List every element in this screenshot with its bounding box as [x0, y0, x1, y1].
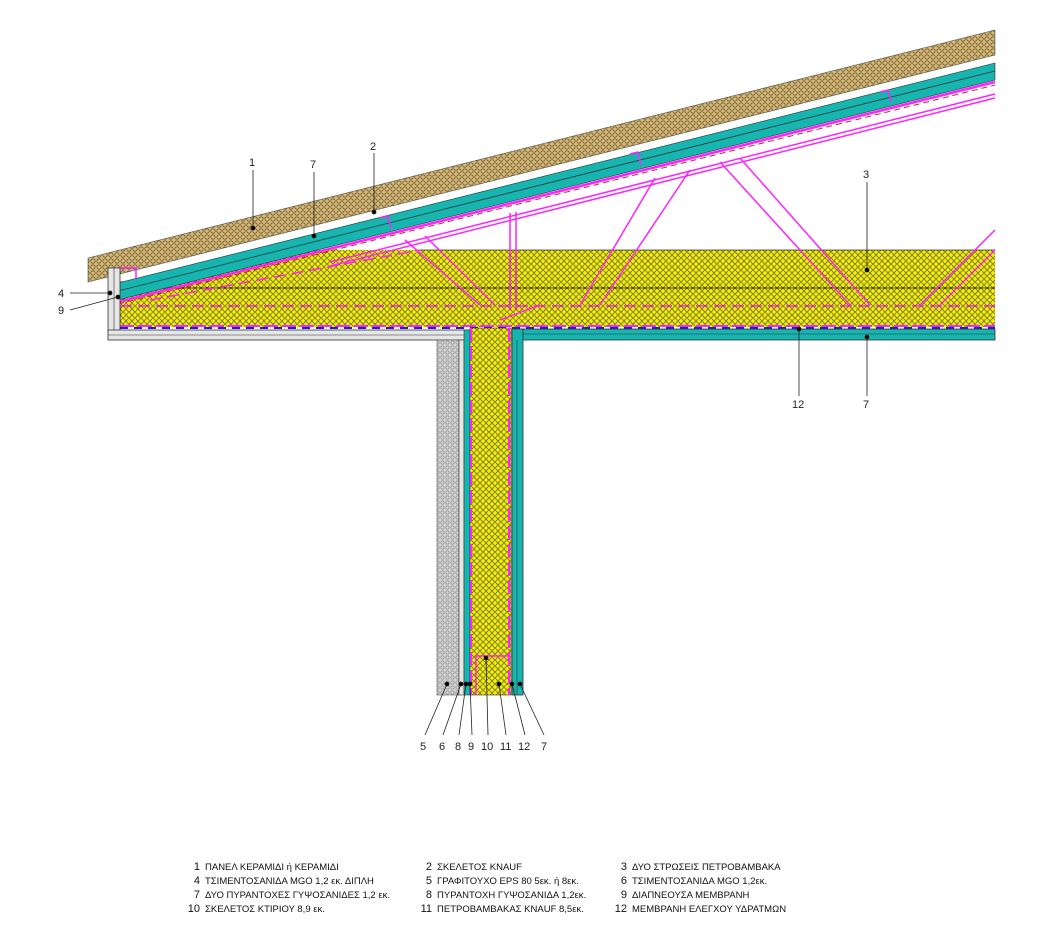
- wall-rockwool: [469, 327, 512, 696]
- ceiling-gypsum-boards: [511, 328, 996, 341]
- callout-7: 7: [310, 159, 316, 171]
- callout-9: 9: [58, 305, 64, 317]
- legend-text: ΔΥΟ ΣΤΡΩΣΕΙΣ ΠΕΤΡΟΒΑΜΒΑΚΑ: [632, 862, 781, 873]
- callout-6: 6: [439, 741, 445, 753]
- legend-item: 3 ΔΥΟ ΣΤΡΩΣΕΙΣ ΠΕΤΡΟΒΑΜΒΑΚΑ: [613, 861, 833, 873]
- legend-num: 11: [420, 903, 432, 915]
- callout-12: 12: [792, 399, 804, 411]
- callout-10: 10: [481, 741, 493, 753]
- callout-3: 3: [863, 169, 869, 181]
- legend-item: 9 ΔΙΑΠΝΕΟΥΣΑ ΜΕΜΒΡΑΝΗ: [613, 889, 833, 901]
- legend-item: 7 ΔΥΟ ΠΥΡΑΝΤΟΧΕΣ ΓΥΨΟΣΑΝΙΔΕΣ 1,2 εκ.: [186, 889, 418, 901]
- legend-num: 9: [620, 889, 627, 901]
- legend-item: 11 ΠΕΤΡΟΒΑΜΒΑΚΑΣ KNAUF 8,5εκ.: [418, 903, 613, 915]
- legend-text: ΓΡΑΦΙΤΟΥΧΟ EPS 80 5εκ. ή 8εκ.: [437, 876, 579, 887]
- legend-text: ΠΥΡΑΝΤΟΧΗ ΓΥΨΟΣΑΝΙΔΑ 1,2εκ.: [437, 890, 587, 901]
- callout-labels: 1 7 2 3 4 9 12 7 5 6 8 9 10 11 12 7: [58, 141, 869, 753]
- callout-1: 1: [249, 157, 255, 169]
- legend-text: ΤΣΙΜΕΝΤΟΣΑΝΙΔΑ MGO 1,2εκ.: [632, 876, 768, 887]
- callout-7: 7: [541, 741, 547, 753]
- legend-item: 8 ΠΥΡΑΝΤΟΧΗ ΓΥΨΟΣΑΝΙΔΑ 1,2εκ.: [418, 889, 613, 901]
- legend-text: ΣΚΕΛΕΤΟΣ ΚΤΙΡΙΟΥ 8,9 εκ.: [205, 904, 325, 915]
- callout-2: 2: [370, 141, 376, 153]
- graphite-eps-layer: [436, 339, 460, 696]
- legend-num: 3: [620, 861, 627, 873]
- legend-num: 6: [620, 875, 627, 887]
- legend-num: 5: [425, 875, 432, 887]
- gypsum-wall-board-outer: [463, 329, 471, 696]
- legend-item: 1 ΠΑΝΕΛ ΚΕΡΑΜΙΔΙ ή ΚΕΡΑΜΙΔΙ: [186, 861, 418, 873]
- legend-num: 7: [193, 889, 200, 901]
- callout-7: 7: [863, 399, 869, 411]
- legend-item: 10 ΣΚΕΛΕΤΟΣ ΚΤΙΡΙΟΥ 8,9 εκ.: [186, 903, 418, 915]
- legend-num: 2: [425, 861, 432, 873]
- gypsum-wall-boards-inner: [511, 328, 524, 696]
- legend-text: ΠΑΝΕΛ ΚΕΡΑΜΙΔΙ ή ΚΕΡΑΜΙΔΙ: [205, 862, 339, 873]
- legend-num: 4: [193, 875, 200, 887]
- legend-text: ΜΕΜΒΡΑΝΗ ΕΛΕΓΧΟΥ ΥΔΡΑΤΜΩΝ: [632, 904, 787, 915]
- legend-text: ΠΕΤΡΟΒΑΜΒΑΚΑΣ KNAUF 8,5εκ.: [437, 904, 584, 915]
- callout-9: 9: [468, 741, 474, 753]
- roof-tile-panel: [87, 29, 996, 283]
- legend-item: 5 ΓΡΑΦΙΤΟΥΧΟ EPS 80 5εκ. ή 8εκ.: [418, 875, 613, 887]
- legend-num: 1: [193, 861, 200, 873]
- legend-text: ΤΣΙΜΕΝΤΟΣΑΝΙΔΑ MGO 1,2 εκ. ΔΙΠΛΗ: [205, 876, 374, 887]
- legend-num: 12: [614, 903, 627, 915]
- legend-item: 12 ΜΕΜΒΡΑΝΗ ΕΛΕΓΧΟΥ ΥΔΡΑΤΜΩΝ: [613, 903, 833, 915]
- legend-item: 6 ΤΣΙΜΕΝΤΟΣΑΝΙΔΑ MGO 1,2εκ.: [613, 875, 833, 887]
- callout-12: 12: [518, 741, 530, 753]
- callout-4: 4: [58, 288, 64, 300]
- callout-leaders: [69, 153, 870, 736]
- legend: 1 ΠΑΝΕΛ ΚΕΡΑΜΙΔΙ ή ΚΕΡΑΜΙΔΙ 2 ΣΚΕΛΕΤΟΣ KNA…: [186, 861, 833, 915]
- legend-text: ΔΥΟ ΠΥΡΑΝΤΟΧΕΣ ΓΥΨΟΣΑΝΙΔΕΣ 1,2 εκ.: [205, 890, 390, 901]
- legend-item: 4 ΤΣΙΜΕΝΤΟΣΑΝΙΔΑ MGO 1,2 εκ. ΔΙΠΛΗ: [186, 875, 418, 887]
- knauf-truss-frame: [329, 93, 996, 321]
- callout-8: 8: [455, 741, 461, 753]
- callout-5: 5: [420, 741, 426, 753]
- legend-item: 2 ΣΚΕΛΕΤΟΣ KNAUF: [418, 861, 613, 873]
- mgo-wall-board: [458, 339, 465, 696]
- callout-11: 11: [500, 741, 511, 753]
- legend-num: 8: [425, 889, 432, 901]
- legend-text: ΣΚΕΛΕΤΟΣ KNAUF: [437, 862, 522, 873]
- legend-text: ΔΙΑΠΝΕΟΥΣΑ ΜΕΜΒΡΑΝΗ: [632, 890, 750, 901]
- legend-num: 10: [187, 903, 200, 915]
